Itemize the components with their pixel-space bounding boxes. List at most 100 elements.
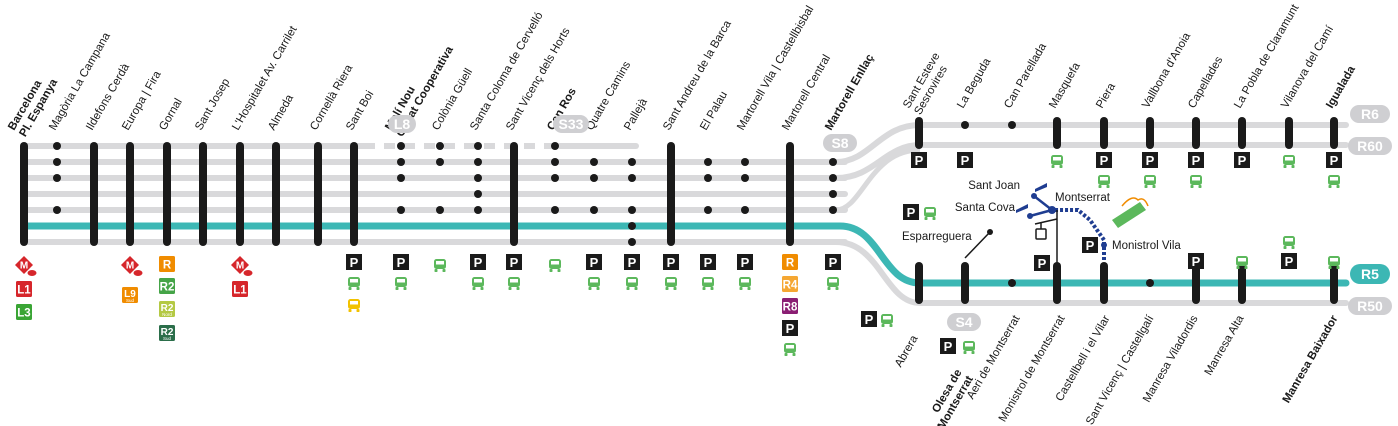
station-label-can-parellada: Can Parellada xyxy=(1002,41,1049,111)
svg-text:P: P xyxy=(1146,153,1155,168)
bus-icon xyxy=(588,277,600,290)
stop-dot-can-parellada xyxy=(1008,121,1016,129)
bus-icon xyxy=(395,277,407,290)
stop-dot-can-ros xyxy=(551,174,559,182)
station-stops xyxy=(53,121,1154,287)
svg-text:P: P xyxy=(628,255,637,270)
line-badge-s4: S4 xyxy=(947,313,981,331)
parking-icon: P xyxy=(700,254,716,270)
line-r4-icon: R4 xyxy=(782,276,798,292)
bus-icon xyxy=(881,314,893,327)
svg-text:P: P xyxy=(667,255,676,270)
svg-text:R8: R8 xyxy=(783,302,798,314)
stop-dot-el-palau xyxy=(704,174,712,182)
svg-text:P: P xyxy=(907,205,916,220)
stop-dot-palleja xyxy=(628,238,636,246)
metro-icon: M xyxy=(121,256,143,276)
station-label-capellades: Capellades xyxy=(1186,54,1225,110)
svg-text:L1: L1 xyxy=(17,285,31,297)
parking-icon: P xyxy=(1142,152,1158,168)
renfe-icon: R xyxy=(782,254,798,270)
parking-icon: P xyxy=(861,311,877,327)
station-label-el-palau: El Palau xyxy=(698,89,730,132)
station-label-almeda: Almeda xyxy=(266,92,296,132)
svg-text:P: P xyxy=(961,153,970,168)
stop-dot-quatre-camins xyxy=(590,174,598,182)
svg-text:P: P xyxy=(397,255,406,270)
place-label-sant-joan: Sant Joan xyxy=(968,180,1020,192)
bus-icon xyxy=(434,259,446,272)
station-label-masquefa: Masquefa xyxy=(1047,60,1083,110)
stop-dot-palleja xyxy=(628,174,636,182)
svg-text:R4: R4 xyxy=(783,280,798,292)
svg-text:P: P xyxy=(915,153,924,168)
line-badge-s33: S33 xyxy=(553,115,589,133)
stop-dot-can-ros xyxy=(551,206,559,214)
svg-text:Sud: Sud xyxy=(126,298,135,303)
stop-dot-santa-coloma-de-cervello xyxy=(474,158,482,166)
svg-text:P: P xyxy=(944,339,953,354)
bus-icon xyxy=(784,343,796,356)
bus-icon xyxy=(508,277,520,290)
line-badge-r50: R50 xyxy=(1348,297,1392,315)
svg-text:P: P xyxy=(590,255,599,270)
svg-text:P: P xyxy=(1192,153,1201,168)
station-label-sant-boi: Sant Boi xyxy=(344,89,376,133)
svg-text:P: P xyxy=(1285,254,1294,269)
station-bars xyxy=(20,117,1338,304)
renfe-icon: R xyxy=(159,256,175,272)
stop-dot-martorell-enllac xyxy=(829,206,837,214)
parking-icon: P xyxy=(470,254,486,270)
stop-dot-magoria-la-campana xyxy=(53,158,61,166)
parking-icon: P xyxy=(624,254,640,270)
stop-dot-magoria-la-campana xyxy=(53,142,61,150)
parking-icon: P xyxy=(1188,152,1204,168)
place-label-santa-cova: Santa Cova xyxy=(955,202,1016,214)
svg-text:R60: R60 xyxy=(1357,138,1383,154)
bus-icon xyxy=(549,259,561,272)
parking-icon: P xyxy=(957,152,973,168)
svg-text:P: P xyxy=(510,255,519,270)
station-label-santa-coloma-de-cervello: Santa Coloma de Cervelló xyxy=(468,10,546,132)
stop-dot-martorell-enllac xyxy=(829,174,837,182)
line-l1-icon: L1 xyxy=(232,281,248,297)
svg-text:P: P xyxy=(1038,256,1047,271)
svg-text:P: P xyxy=(829,255,838,270)
parking-icon: P xyxy=(663,254,679,270)
stop-dot-quatre-camins xyxy=(590,206,598,214)
parking-icon: P xyxy=(506,254,522,270)
svg-text:P: P xyxy=(1330,153,1339,168)
svg-text:L3: L3 xyxy=(17,308,30,320)
esparreguera-link xyxy=(964,231,991,259)
track-s8-spur xyxy=(835,147,921,213)
svg-text:P: P xyxy=(865,312,874,327)
bus-icon xyxy=(1283,155,1295,168)
parking-icon: P xyxy=(782,320,798,336)
station-label-manresa-alta: Manresa Alta xyxy=(1203,313,1247,378)
bus-icon xyxy=(626,277,638,290)
track-lines xyxy=(20,122,1350,306)
svg-text:P: P xyxy=(474,255,483,270)
parking-icon: P xyxy=(1082,237,1098,253)
stop-dot-sant-vicenc-castellgali xyxy=(1146,279,1154,287)
stop-dot-quatre-camins xyxy=(590,158,598,166)
station-label-gornal: Gornal xyxy=(157,97,185,133)
station-label-sant-esteve-sesrovires: Sant EsteveSesrovires xyxy=(901,51,954,117)
stop-dot-martorell-vila-castellbisbal xyxy=(741,206,749,214)
parking-icon: P xyxy=(586,254,602,270)
line-badge-r5: R5 xyxy=(1350,264,1390,284)
stop-dot-martorell-enllac xyxy=(829,190,837,198)
line-badge-s8: S8 xyxy=(823,134,857,152)
stop-dot-santa-coloma-de-cervello xyxy=(474,190,482,198)
line-r8-icon: R8 xyxy=(782,298,798,314)
station-label-martorell-central: Martorell Central xyxy=(780,53,833,133)
parking-icon: P xyxy=(1326,152,1342,168)
bus-icon xyxy=(1283,236,1295,249)
stop-dot-magoria-la-campana xyxy=(53,206,61,214)
